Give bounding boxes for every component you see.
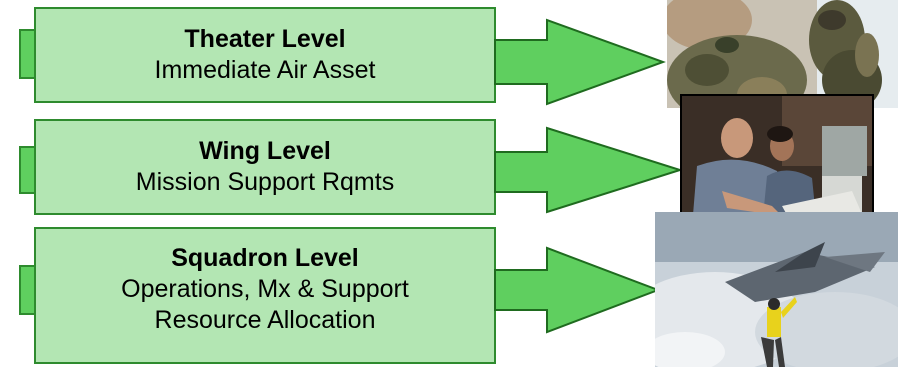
wing-box-notch bbox=[19, 146, 35, 194]
airmen-at-computer-photo bbox=[680, 94, 874, 229]
squadron-arrow bbox=[494, 246, 661, 334]
soldiers-camouflage-photo bbox=[667, 0, 898, 108]
jet-carrier-launch-photo bbox=[655, 212, 898, 367]
wing-level-box bbox=[19, 119, 496, 215]
wing-level-text: Wing Level Mission Support Rqmts bbox=[35, 136, 495, 198]
squadron-box-notch bbox=[19, 265, 35, 315]
wing-level-title: Wing Level bbox=[199, 137, 331, 165]
squadron-box-rect bbox=[34, 227, 496, 364]
soldiers-image bbox=[667, 0, 898, 108]
wing-arrow bbox=[494, 126, 684, 214]
squadron-level-desc-2: Resource Allocation bbox=[154, 306, 376, 334]
squadron-level-title: Squadron Level bbox=[171, 244, 359, 272]
wing-level-desc: Mission Support Rqmts bbox=[135, 168, 395, 196]
theater-arrow bbox=[494, 18, 666, 106]
theater-level-box bbox=[19, 7, 496, 103]
theater-box-rect bbox=[34, 7, 496, 103]
theater-level-title: Theater Level bbox=[184, 25, 346, 53]
jet-launch-image bbox=[655, 212, 898, 367]
squadron-level-text: Squadron Level Operations, Mx & Support … bbox=[35, 243, 495, 336]
wing-box-rect bbox=[34, 119, 496, 215]
squadron-level-box bbox=[19, 227, 496, 364]
theater-box-notch bbox=[19, 29, 35, 79]
squadron-level-desc-1: Operations, Mx & Support bbox=[121, 275, 409, 303]
theater-level-desc: Immediate Air Asset bbox=[154, 56, 376, 84]
theater-level-text: Theater Level Immediate Air Asset bbox=[35, 24, 495, 86]
airmen-image bbox=[682, 96, 872, 227]
